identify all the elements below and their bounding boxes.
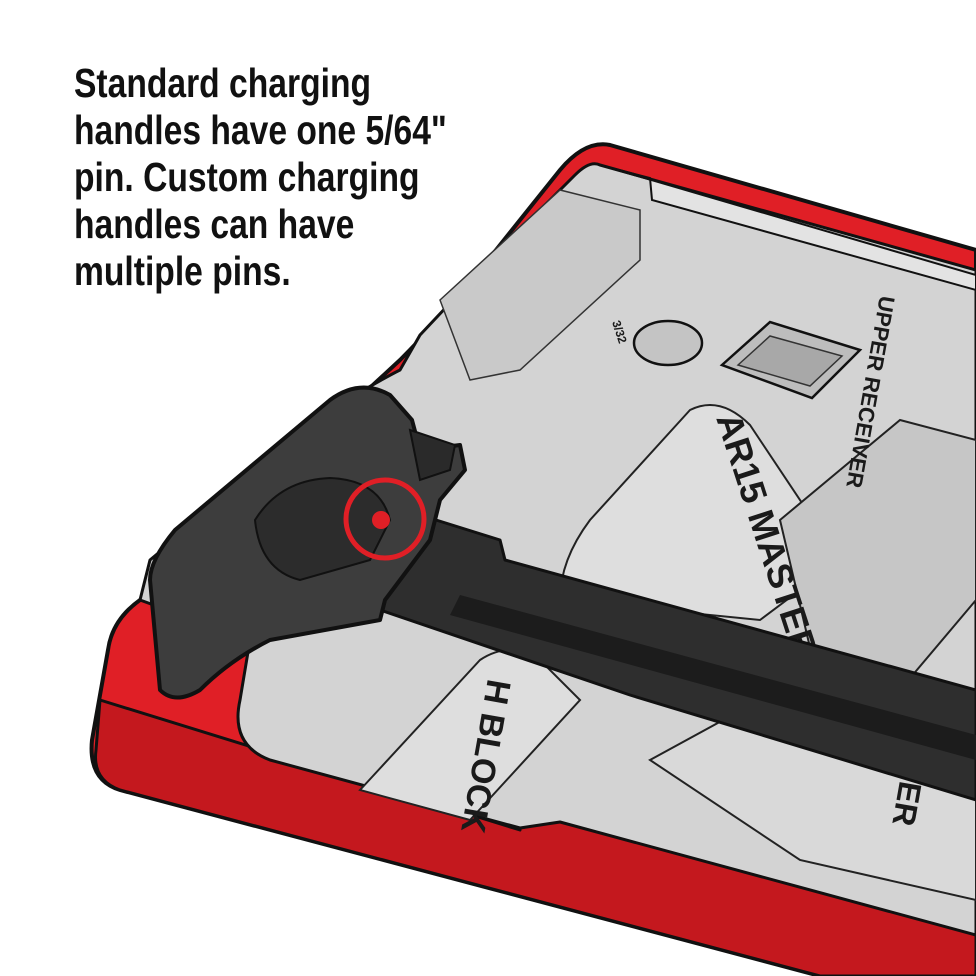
tray-wall-upper xyxy=(599,164,976,292)
caption-line-1: Standard charging xyxy=(74,60,372,106)
tray-round-pocket xyxy=(632,319,704,367)
caption-line-4: handles can have xyxy=(74,201,355,247)
charging-handle-cutout xyxy=(253,476,392,582)
caption-line-3: pin. Custom charging xyxy=(74,154,420,200)
tray-label-size: 3/32 xyxy=(609,319,630,346)
caption-text: Standard charging handles have one 5/64"… xyxy=(74,60,468,295)
caption-line-2: handles have one 5/64" xyxy=(74,107,447,153)
callout-circle-icon xyxy=(343,477,427,561)
caption-line-5: multiple pins. xyxy=(74,248,291,294)
tray-label-lower-partial: ER xyxy=(885,779,928,829)
tray-recess-left xyxy=(439,189,641,381)
pin-dot-icon xyxy=(372,511,390,529)
